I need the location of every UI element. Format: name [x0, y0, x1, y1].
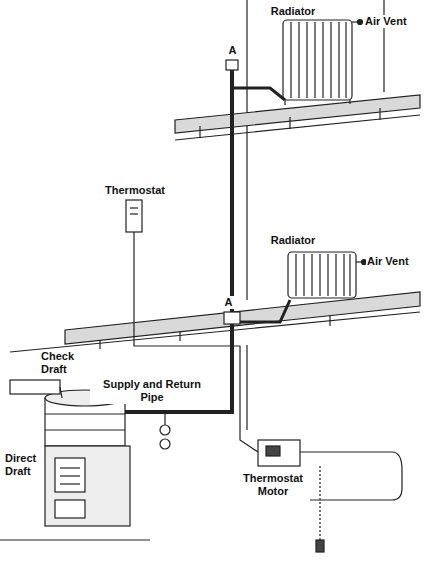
chain [319, 466, 320, 540]
part-label: A [222, 296, 235, 309]
part-label: Radiator [262, 234, 324, 247]
smoke-pipe [10, 380, 60, 394]
valve [226, 60, 238, 70]
part-label: Check Draft [40, 350, 82, 376]
basement-floor [0, 539, 150, 540]
part-label: A [226, 44, 239, 57]
thermostat-wire [134, 232, 258, 452]
check-draft-damper [60, 387, 62, 398]
power-wire [300, 452, 402, 500]
thermostat-dial [130, 207, 138, 208]
wall-line [246, 0, 247, 300]
part-label: Direct Draft [4, 452, 44, 478]
air-vent [356, 260, 367, 265]
part-label: Air Vent [364, 15, 426, 28]
air-vent [352, 20, 363, 25]
part-label: Air Vent [366, 255, 428, 268]
lower-floor [65, 292, 420, 344]
gauge [160, 412, 170, 449]
radiator-lower [288, 252, 356, 298]
wall-line [383, 0, 384, 92]
motor-part [266, 446, 280, 456]
part-label: Thermostat Motor [236, 472, 310, 498]
thermostat-dial [130, 213, 138, 214]
motor-box [258, 440, 300, 466]
thermostat-box [126, 200, 142, 232]
part-label: Thermostat [98, 184, 172, 197]
part-label: Supply and Return Pipe [90, 378, 214, 404]
wall-line [246, 345, 247, 430]
chain-weight [316, 540, 324, 552]
part-label: Radiator [262, 5, 324, 18]
radiator-upper [283, 20, 352, 105]
joist [329, 315, 330, 326]
joist [99, 340, 100, 349]
ceiling-line [175, 115, 420, 140]
joist [289, 117, 290, 129]
joist [199, 126, 200, 138]
joist [379, 108, 380, 120]
boiler [45, 390, 130, 526]
valve [224, 312, 240, 324]
joist [179, 331, 180, 341]
